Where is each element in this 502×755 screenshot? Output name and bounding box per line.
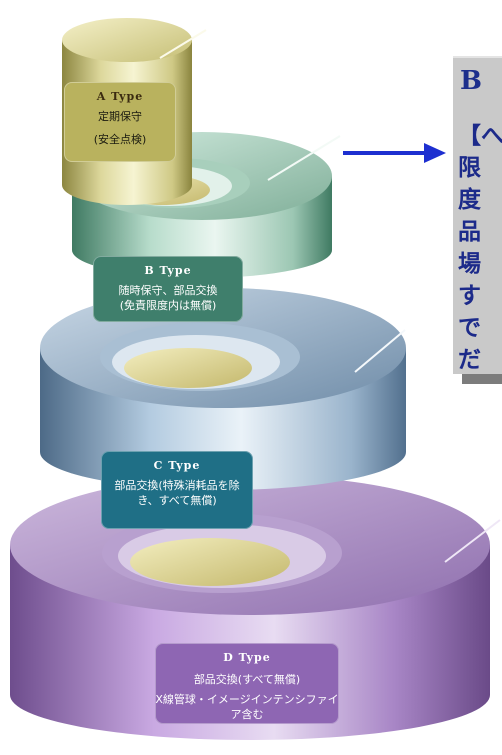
tier-c-line-2: き、すべて無償) (137, 494, 217, 507)
tier-c-disc (40, 288, 406, 490)
callout-line: 限 (458, 155, 481, 181)
tier-b-label: B Type 随時保守、部品交換 (免責限度内は無償) (93, 256, 243, 322)
tier-c-type: C Type (153, 459, 201, 472)
callout-line: 【へ (458, 123, 502, 149)
tier-a-type: A Type (96, 90, 144, 103)
tier-b-line-2: (免責限度内は無償) (119, 299, 217, 312)
callout-text: 【へ 限 度 品 場 す で だ (458, 120, 502, 376)
callout-line: 品 (458, 219, 481, 245)
tier-c-line-1: 部品交換(特殊消耗品を除 (114, 479, 240, 492)
callout-line: で (458, 315, 481, 341)
tier-d-label: D Type 部品交換(すべて無償) X線管球・イメージインテンシファイア含む (155, 643, 339, 724)
callout-line: だ (458, 347, 481, 373)
tier-c-label: C Type 部品交換(特殊消耗品を除 き、すべて無償) (101, 451, 253, 529)
tier-a-line-2: (安全点検) (93, 133, 147, 146)
callout-line: 度 (458, 187, 481, 213)
tier-b-type: B Type (144, 264, 192, 277)
tier-b-line-1: 随時保守、部品交換 (118, 284, 218, 297)
callout-panel (453, 56, 502, 374)
arrow-icon (343, 143, 446, 163)
tier-d-type: D Type (223, 651, 271, 664)
tier-d-line-2: X線管球・イメージインテンシファイア含む (155, 693, 339, 721)
tier-d-line-1: 部品交換(すべて無償) (193, 673, 301, 686)
callout-line: 場 (458, 251, 481, 277)
tier-a-label: A Type 定期保守 (安全点検) (64, 82, 176, 162)
callout-line: す (458, 283, 481, 309)
tier-a-line-1: 定期保守 (98, 110, 142, 123)
callout-title: B (460, 66, 482, 96)
